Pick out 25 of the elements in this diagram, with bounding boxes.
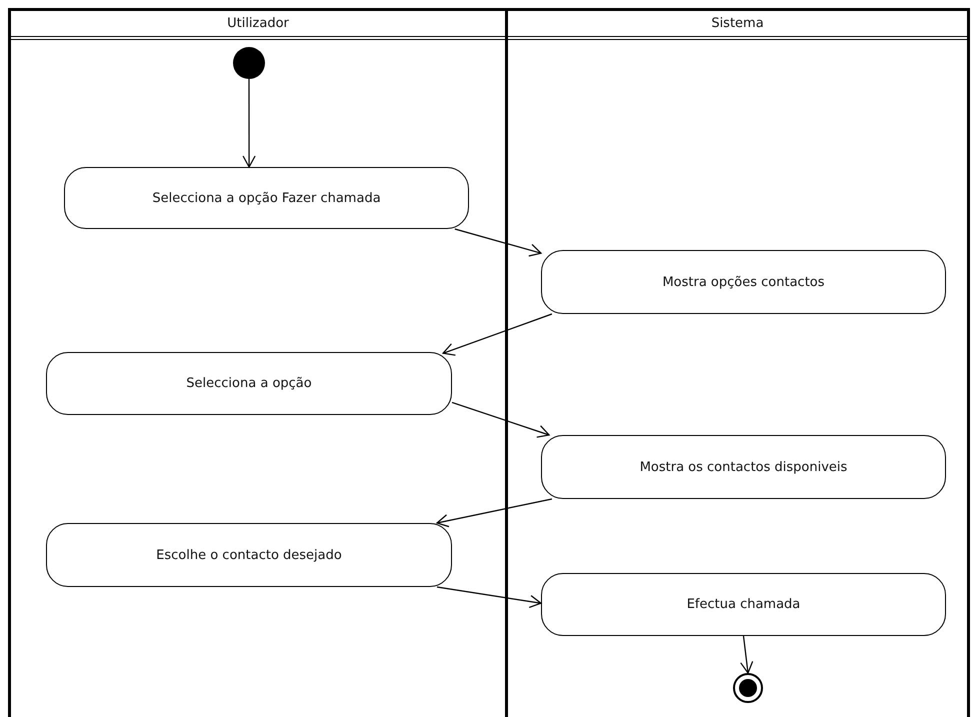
arrow <box>442 313 552 356</box>
arrow <box>740 636 754 674</box>
action-box <box>541 435 946 499</box>
action-label: Efectua chamada <box>686 597 800 612</box>
swimlane <box>8 8 508 717</box>
lane-title: Utilizador <box>227 16 289 31</box>
action-label: Mostra opções contactos <box>662 274 825 290</box>
arrow <box>454 228 542 257</box>
arrow <box>452 402 550 438</box>
arrow <box>436 498 552 528</box>
action-box <box>541 250 946 314</box>
action-box <box>46 352 452 415</box>
lane-title: Sistema <box>711 16 764 31</box>
action-box <box>46 523 452 587</box>
final-node <box>733 673 763 703</box>
action-box <box>541 573 946 636</box>
action-box <box>64 167 469 229</box>
arrow <box>242 79 256 168</box>
swimlane <box>505 8 970 717</box>
action-label: Escolhe o contacto desejado <box>156 548 342 562</box>
action-label: Mostra os contactos disponiveis <box>640 460 848 474</box>
action-label: Selecciona a opção Fazer chamada <box>152 190 381 206</box>
initial-node <box>233 47 265 79</box>
arrow <box>436 586 542 608</box>
action-label: Selecciona a opção <box>186 376 312 391</box>
